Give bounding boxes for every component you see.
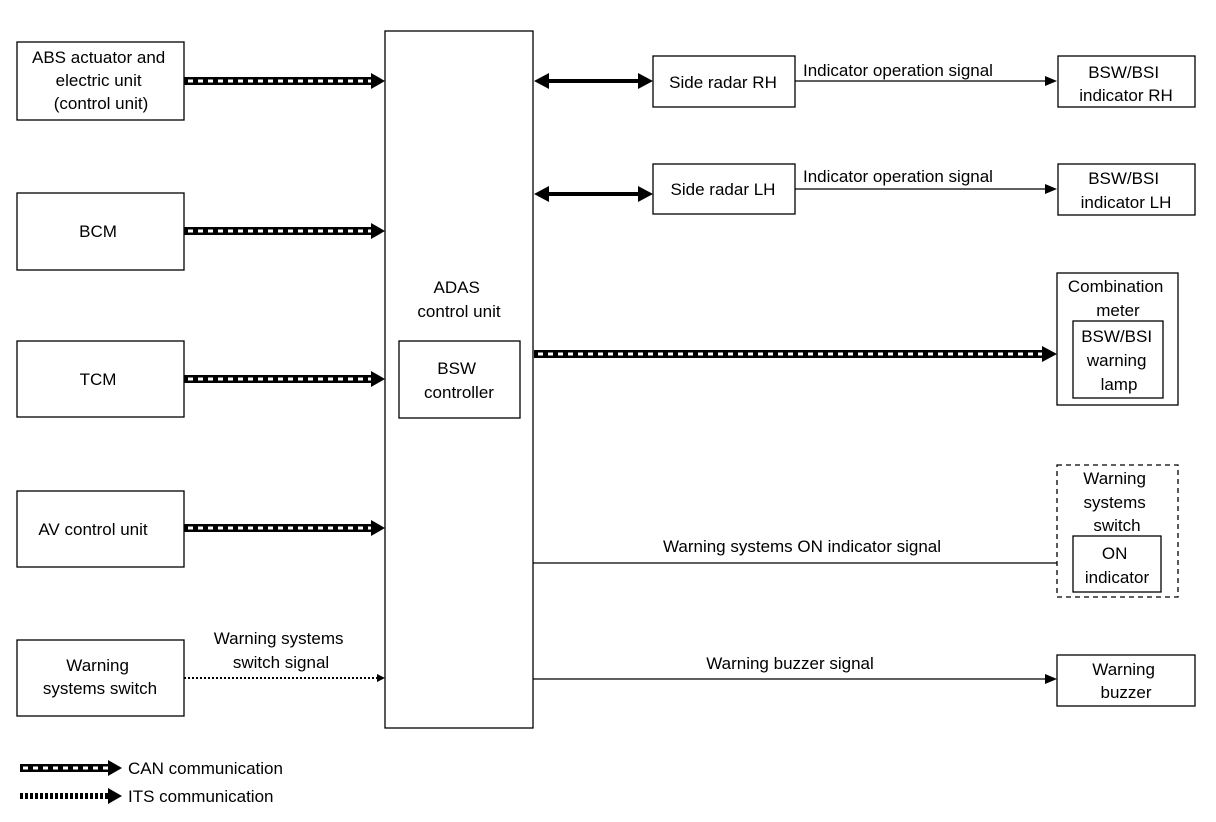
on-indicator-signal-link — [533, 558, 1073, 568]
tcm-label: TCM — [80, 370, 117, 389]
side-radar-rh-box: Side radar RH — [652, 55, 796, 108]
warning-buzzer-box: Warning buzzer — [1056, 654, 1196, 707]
indicator-rh-signal-label: Indicator operation signal — [803, 61, 993, 80]
bsw-warning-lamp-label: BSW/BSI warning lamp — [1081, 327, 1157, 394]
legend-its-label: ITS communication — [128, 787, 274, 806]
bsw-controller-label: BSW controller — [424, 359, 494, 402]
legend-its-swatch — [20, 788, 122, 804]
buzzer-signal-label: Warning buzzer signal — [706, 654, 874, 673]
on-indicator-signal-label: Warning systems ON indicator signal — [663, 537, 941, 556]
bsw-warning-lamp-box: BSW/BSI warning lamp — [1072, 320, 1164, 399]
side-radar-lh-label: Side radar LH — [671, 180, 776, 199]
side-radar-rh-label: Side radar RH — [669, 73, 777, 92]
its-link-radar-lh — [534, 186, 653, 202]
warning-systems-switch-right-label: Warning systems switch — [1083, 469, 1150, 535]
bsw-controller-box: BSW controller — [398, 340, 521, 419]
adas-control-unit-label: ADAS control unit — [417, 278, 500, 321]
on-indicator-box: ON indicator — [1072, 535, 1162, 593]
its-link-radar-rh — [534, 73, 653, 89]
legend: CAN communication ITS communication — [20, 759, 283, 806]
side-radar-lh-box: Side radar LH — [652, 163, 796, 215]
bcm-label: BCM — [79, 222, 117, 241]
indicator-rh-signal-link — [795, 76, 1057, 86]
warning-buzzer-label: Warning buzzer — [1092, 660, 1159, 702]
av-control-unit-label: AV control unit — [38, 520, 148, 539]
on-indicator-label: ON indicator — [1085, 544, 1150, 587]
indicator-lh-signal-label: Indicator operation signal — [803, 167, 993, 186]
can-link-tcm — [184, 371, 385, 387]
switch-signal-link — [184, 674, 385, 682]
switch-signal-label: Warning systems switch signal — [214, 629, 348, 672]
bsw-indicator-rh-box: BSW/BSI indicator RH — [1057, 55, 1196, 108]
legend-can-label: CAN communication — [128, 759, 283, 778]
bsw-indicator-lh-box: BSW/BSI indicator LH — [1057, 163, 1196, 216]
warning-systems-switch-left-label: Warning systems switch — [43, 656, 157, 698]
buzzer-signal-link — [533, 674, 1057, 684]
tcm-box: TCM — [16, 340, 185, 418]
can-link-bcm — [184, 223, 385, 239]
bcm-box: BCM — [16, 192, 185, 271]
indicator-lh-signal-link — [795, 184, 1057, 194]
bsw-indicator-lh-label: BSW/BSI indicator LH — [1081, 169, 1172, 212]
legend-can-swatch — [20, 760, 122, 776]
combination-meter-label: Combination meter — [1068, 277, 1168, 320]
av-control-unit-box: AV control unit — [16, 490, 185, 568]
abs-actuator-label: ABS actuator and electric unit (control … — [32, 48, 170, 113]
bsw-indicator-rh-label: BSW/BSI indicator RH — [1079, 63, 1173, 105]
can-link-av — [184, 520, 385, 536]
abs-actuator-box: ABS actuator and electric unit (control … — [16, 41, 185, 121]
can-link-combination-meter — [534, 346, 1057, 362]
can-link-abs — [184, 73, 385, 89]
warning-systems-switch-left-box: Warning systems switch — [16, 639, 185, 717]
